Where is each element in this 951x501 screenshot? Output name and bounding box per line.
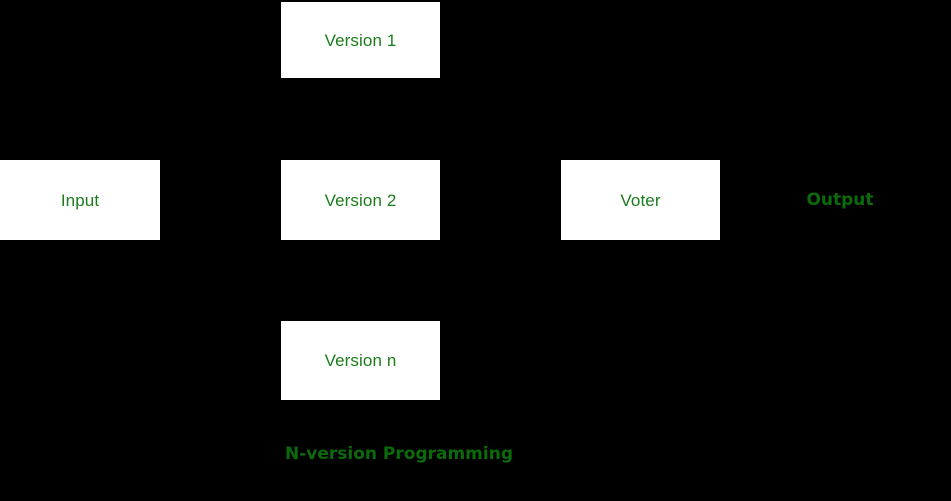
arrowhead-icon-to-voter bbox=[553, 195, 561, 205]
arrowhead-icon-to-version-n bbox=[273, 356, 281, 366]
node-version-1[interactable]: Version 1 bbox=[281, 2, 440, 78]
node-voter-label: Voter bbox=[620, 190, 661, 210]
arrowhead-icon-to-version-1 bbox=[273, 35, 281, 45]
arrowhead-icon-to-version-2 bbox=[273, 195, 281, 205]
connector-version-2-to-merge bbox=[440, 199, 501, 201]
connector-fanout-to-version-n bbox=[220, 360, 273, 362]
connector-fanout-to-version-1 bbox=[220, 39, 273, 41]
node-version-1-label: Version 1 bbox=[324, 30, 397, 50]
node-input[interactable]: Input bbox=[0, 160, 160, 240]
node-version-2-label: Version 2 bbox=[324, 190, 397, 210]
connector-fanout-bus bbox=[220, 39, 222, 361]
connector-input-to-fanout bbox=[160, 199, 221, 201]
connector-version-n-to-merge bbox=[440, 360, 501, 362]
connector-merge-bus bbox=[500, 39, 502, 361]
label-output: Output bbox=[806, 190, 874, 210]
connector-version-1-to-merge bbox=[440, 39, 501, 41]
connector-fanout-to-version-2 bbox=[220, 199, 273, 201]
diagram-caption: N-version Programming bbox=[285, 444, 513, 464]
node-version-n-label: Version n bbox=[324, 351, 397, 370]
node-version-2[interactable]: Version 2 bbox=[281, 160, 440, 240]
node-voter[interactable]: Voter bbox=[561, 160, 720, 240]
node-input-label: Input bbox=[60, 190, 100, 210]
connector-merge-to-voter bbox=[500, 199, 553, 201]
node-version-n[interactable]: Version n bbox=[281, 321, 440, 400]
